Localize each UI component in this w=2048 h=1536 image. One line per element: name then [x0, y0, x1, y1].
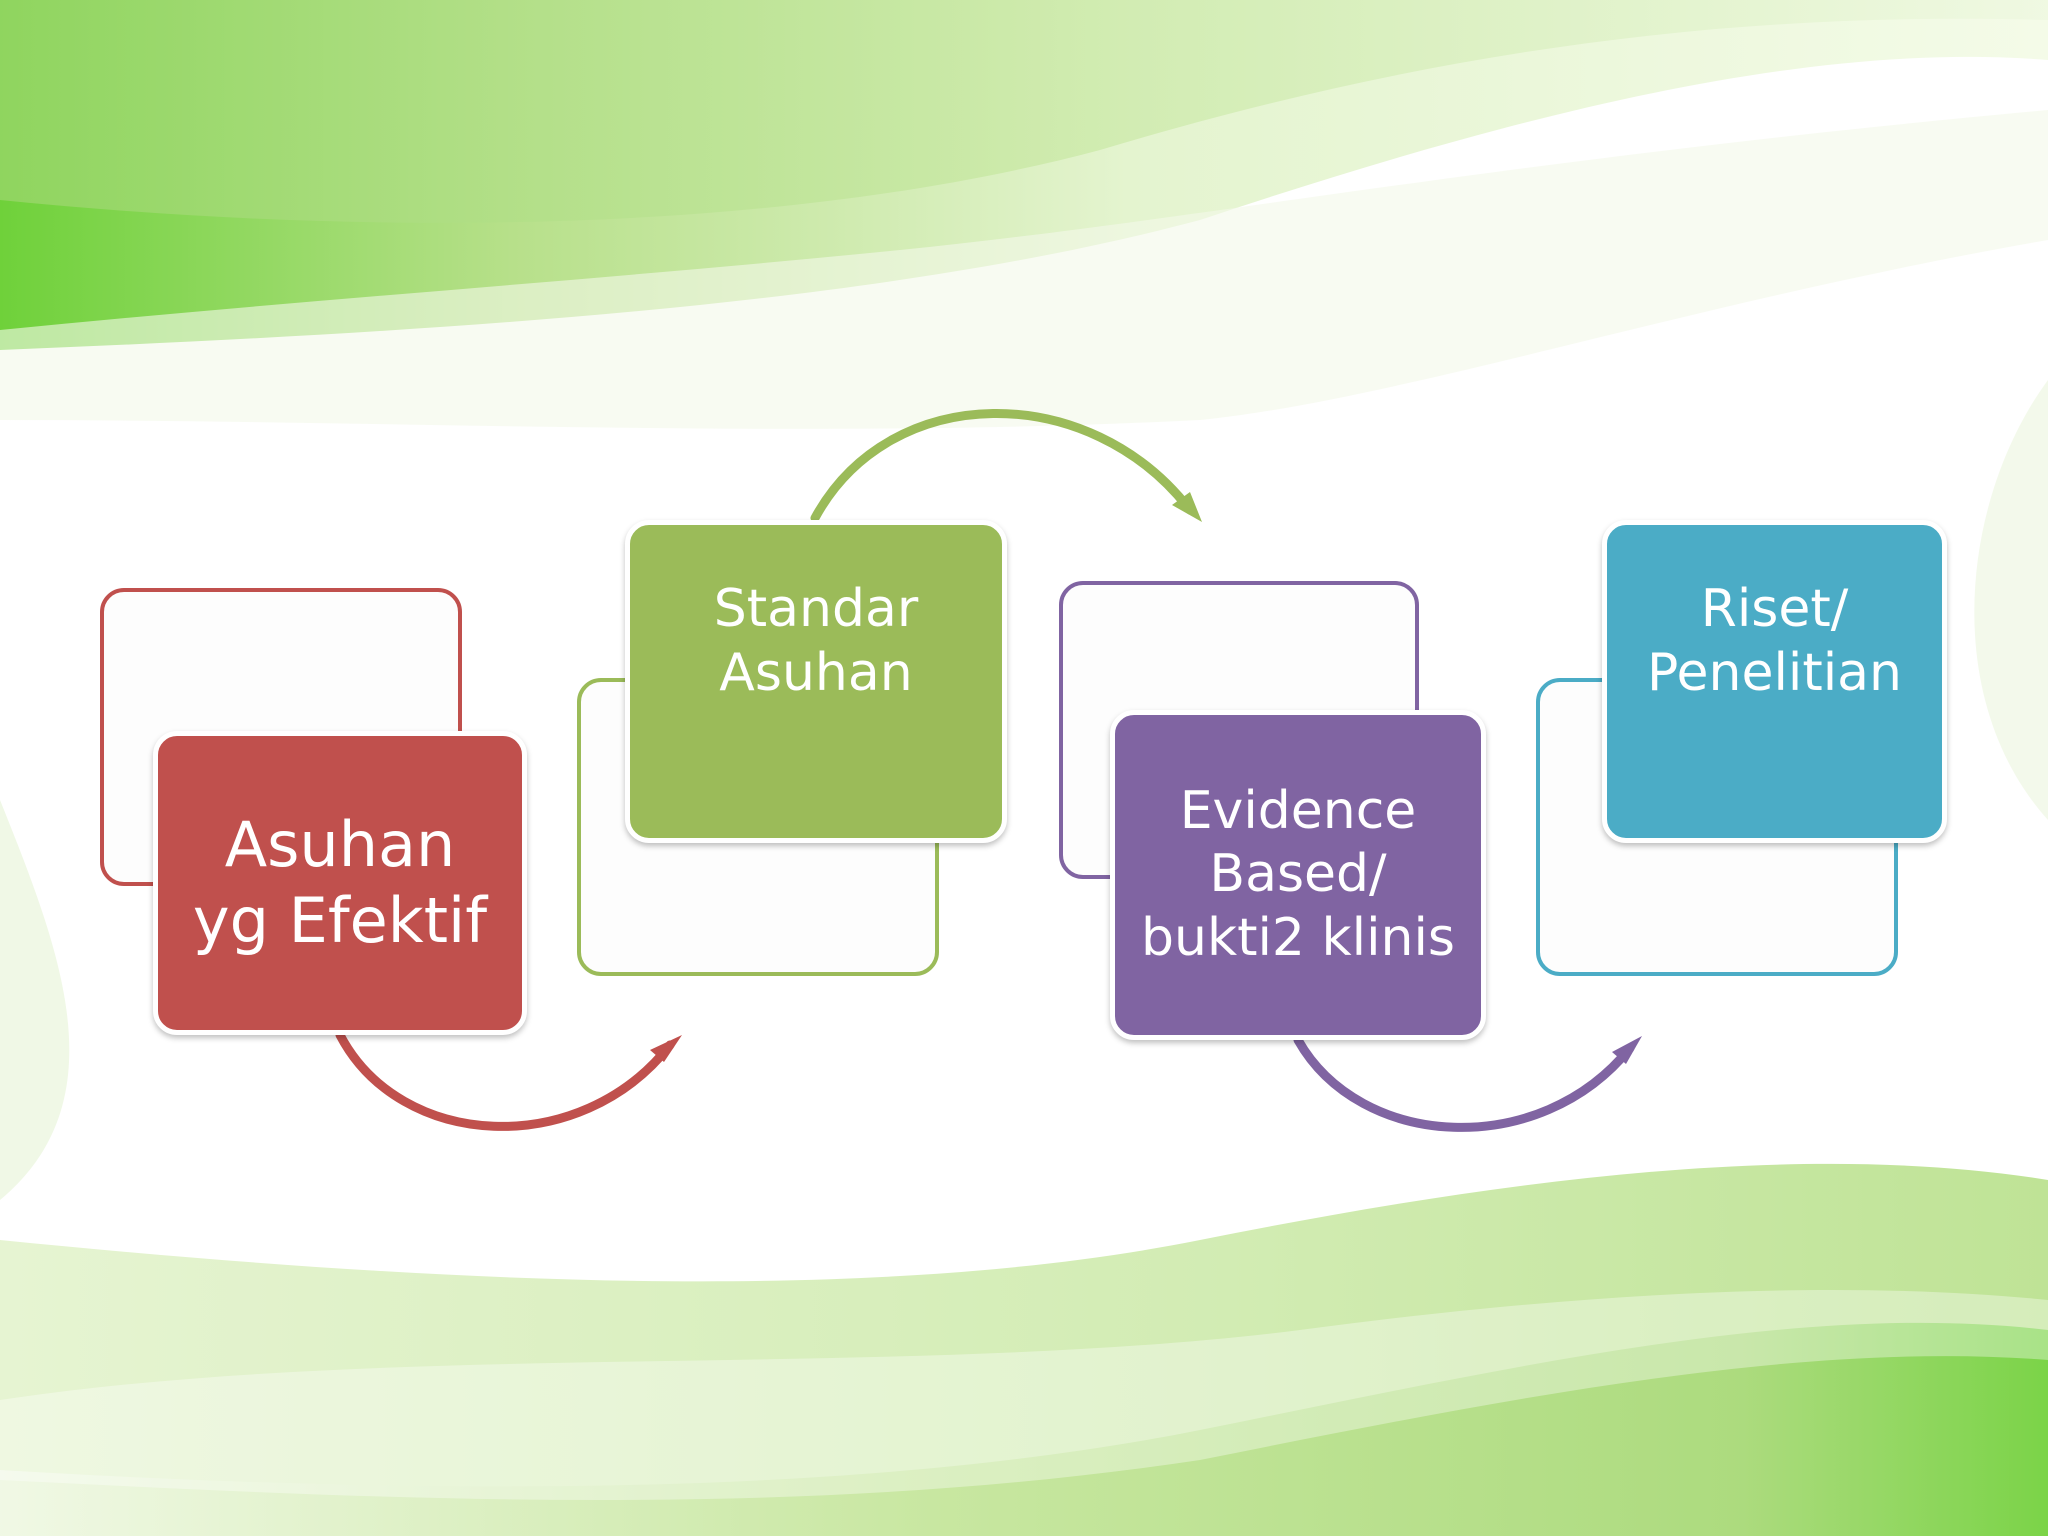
step-2-label: Standar Asuhan: [713, 579, 919, 703]
step-1-label: Asuhan yg Efektif: [192, 808, 488, 957]
step-2-box: Standar Asuhan: [625, 520, 1007, 843]
step-4-label: Riset/ Penelitian: [1647, 579, 1902, 703]
step-4-box: Riset/ Penelitian: [1602, 520, 1947, 843]
step-3-box: Evidence Based/ bukti2 klinis: [1110, 710, 1486, 1040]
step-1-box: Asuhan yg Efektif: [153, 731, 527, 1035]
step-3-label: Evidence Based/ bukti2 klinis: [1140, 780, 1456, 968]
